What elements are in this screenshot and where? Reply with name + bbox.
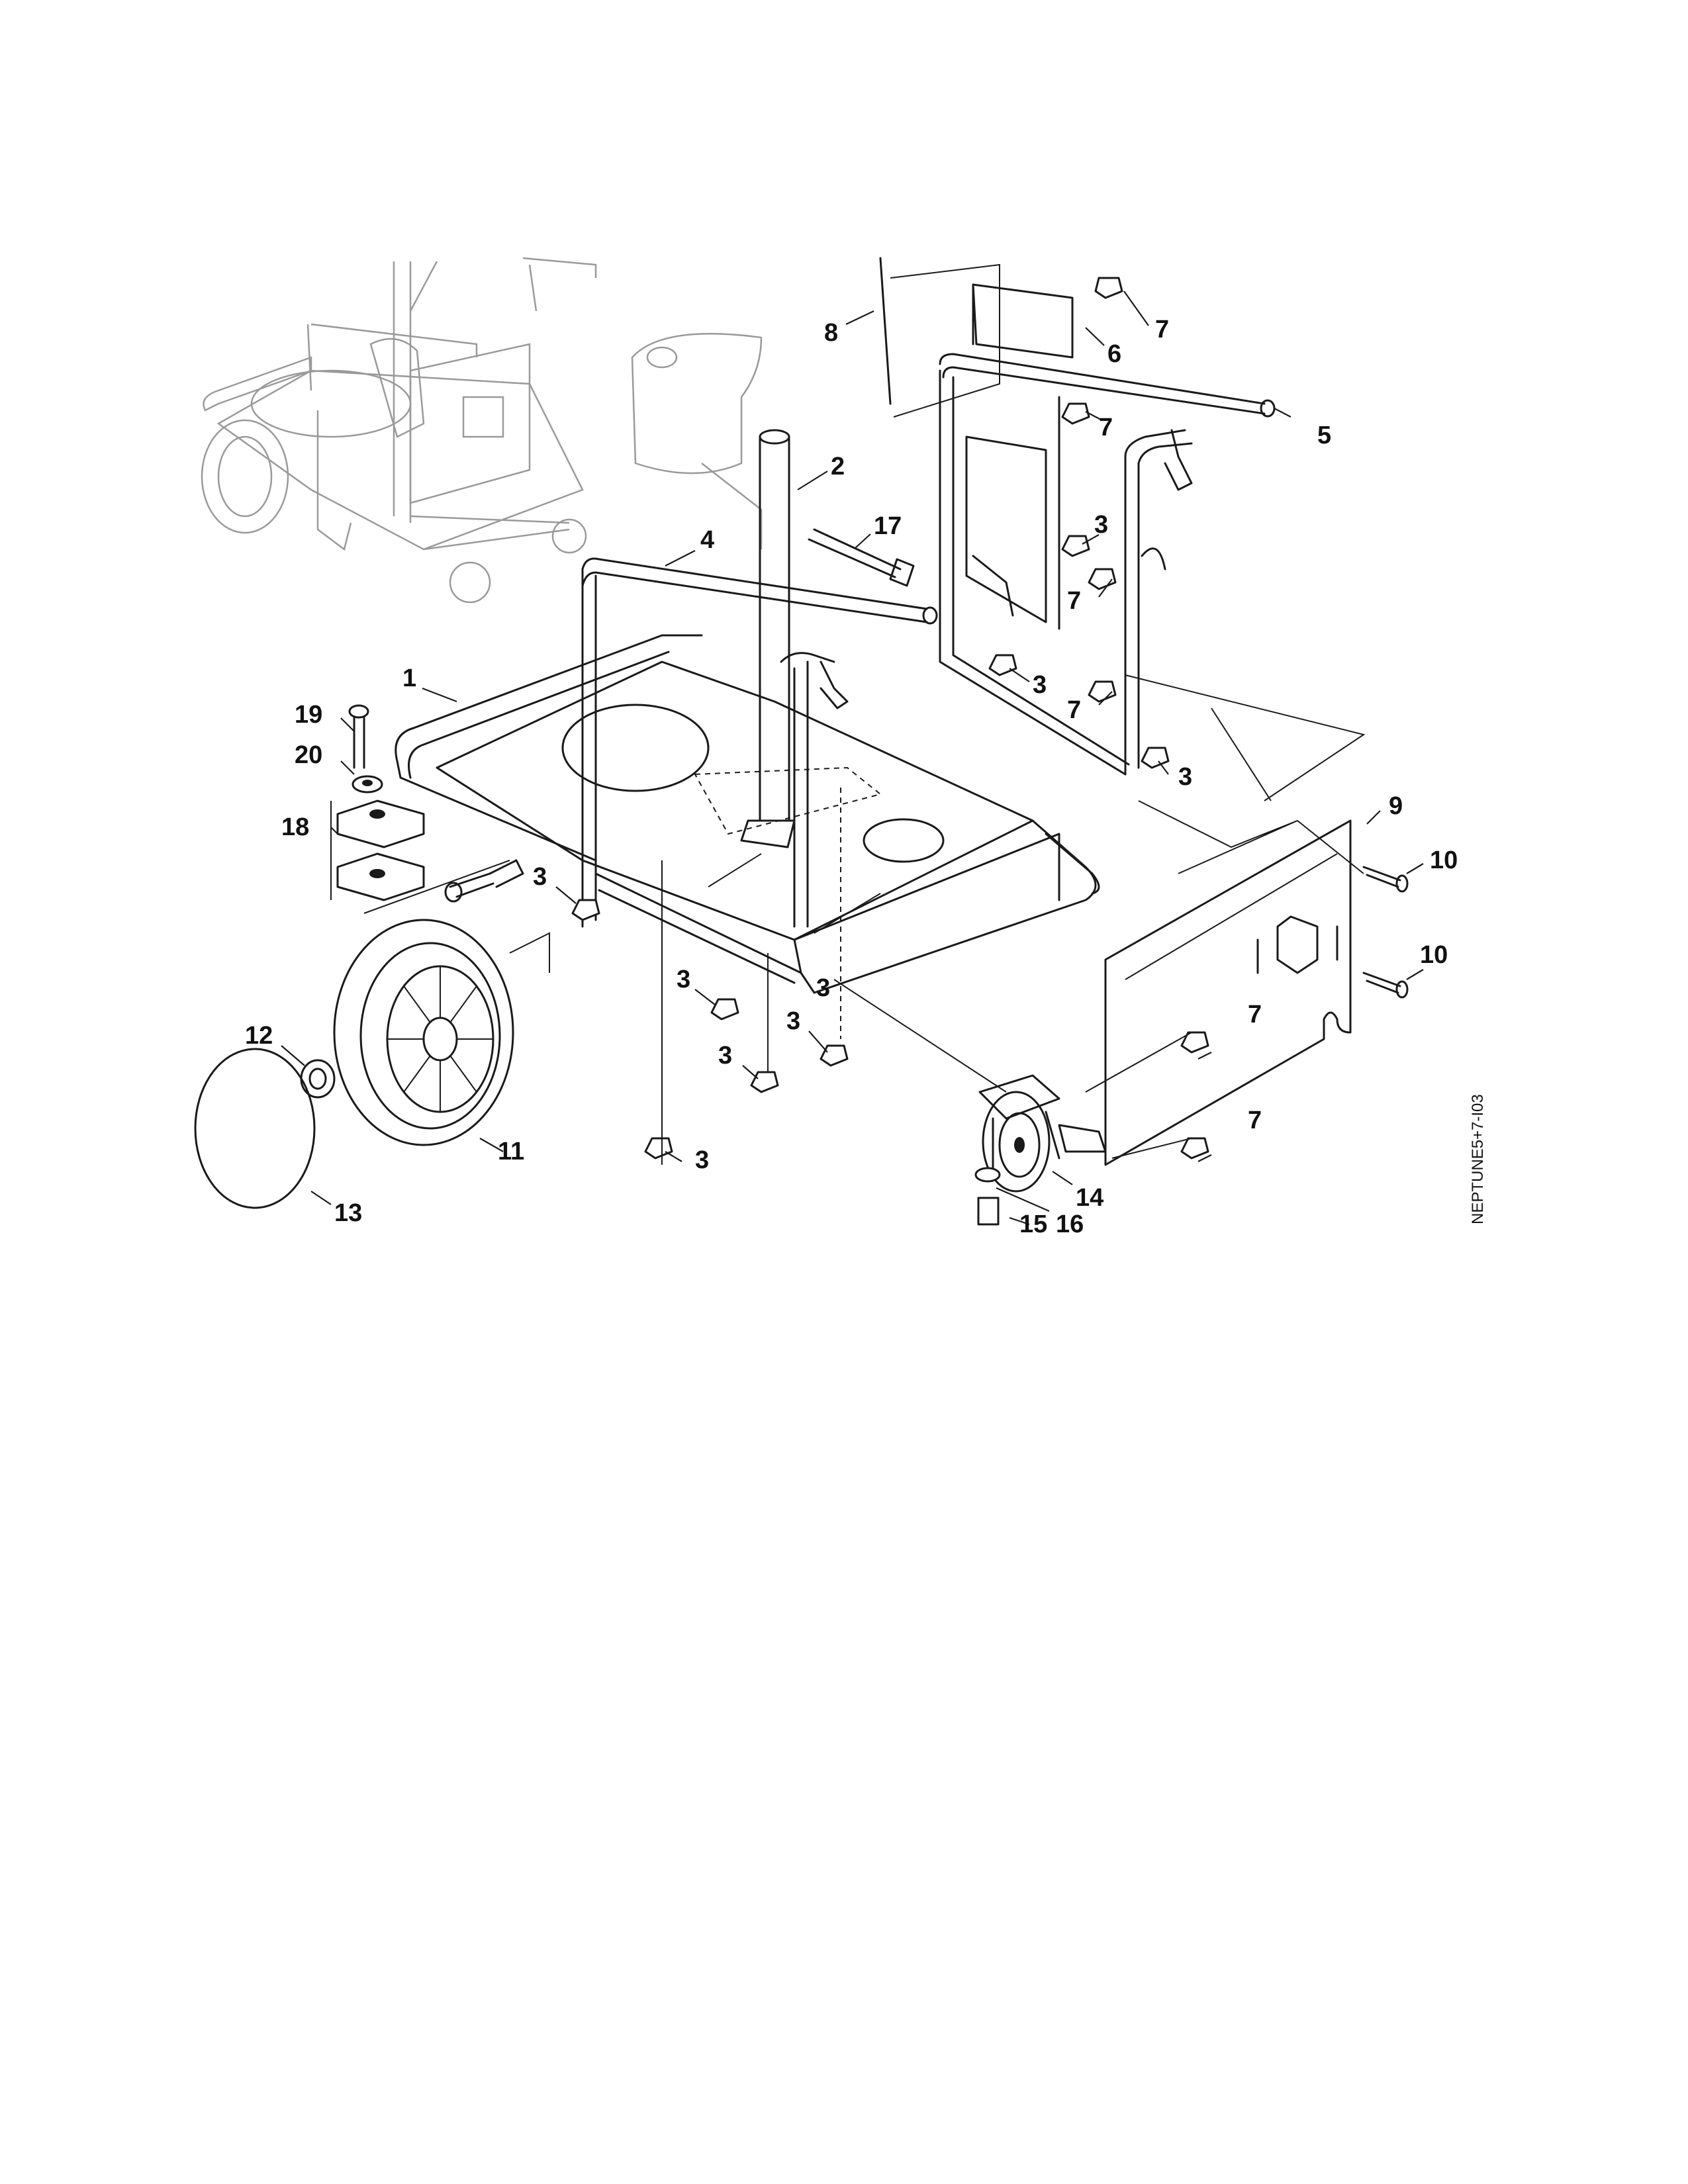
callout-15: 15 bbox=[1019, 1210, 1047, 1238]
axle-stub bbox=[444, 859, 524, 903]
callout-10: 10 bbox=[1420, 941, 1448, 969]
callout-1: 1 bbox=[402, 664, 416, 692]
callout-20: 20 bbox=[295, 741, 322, 769]
callout-10: 10 bbox=[1430, 846, 1458, 874]
callout-8: 8 bbox=[824, 319, 838, 347]
part-1-chassis-frame bbox=[395, 634, 1100, 1039]
assembled-cart-thumbnail bbox=[201, 257, 597, 604]
assembly-guide-lines bbox=[661, 707, 1272, 1165]
callout-3: 3 bbox=[677, 966, 690, 993]
callout-3: 3 bbox=[718, 1042, 732, 1069]
callout-7: 7 bbox=[1248, 1107, 1262, 1134]
callout-3: 3 bbox=[786, 1007, 800, 1035]
hub-cap-set bbox=[194, 1048, 336, 1209]
nuts bbox=[571, 277, 1209, 1160]
part-10-screws bbox=[1362, 866, 1409, 999]
wire-reel-background bbox=[631, 333, 763, 549]
part-2-gas-bottle-post bbox=[740, 429, 796, 848]
callout-17: 17 bbox=[874, 512, 902, 540]
callout-11: 11 bbox=[498, 1138, 524, 1165]
callout-3: 3 bbox=[1094, 511, 1108, 539]
callout-7: 7 bbox=[1099, 414, 1113, 441]
axle-clamp-set bbox=[330, 704, 510, 914]
callout-13: 13 bbox=[334, 1199, 362, 1227]
callout-3: 3 bbox=[1178, 763, 1192, 791]
callout-12: 12 bbox=[245, 1022, 273, 1050]
callout-3: 3 bbox=[816, 974, 830, 1002]
callout-3: 3 bbox=[1033, 671, 1047, 699]
callout-16: 16 bbox=[1056, 1210, 1084, 1238]
callout-9: 9 bbox=[1389, 792, 1403, 820]
callout-7: 7 bbox=[1067, 696, 1081, 724]
part-6-bracket bbox=[972, 283, 1074, 359]
leader-lines bbox=[281, 291, 1424, 1226]
callout-5: 5 bbox=[1317, 422, 1331, 449]
callout-7: 7 bbox=[1248, 1001, 1262, 1028]
callout-7: 7 bbox=[1155, 316, 1169, 343]
callout-labels: 1 2 3 3 3 3 3 3 3 3 3 4 5 6 7 7 7 7 7 7 … bbox=[245, 316, 1458, 1238]
part-5-rear-handle-frame bbox=[939, 353, 1276, 776]
callout-19: 19 bbox=[295, 701, 322, 729]
part-4-front-handle-frame bbox=[581, 557, 938, 928]
part-8-cable-holder bbox=[879, 257, 1000, 418]
callout-18: 18 bbox=[281, 813, 309, 841]
part-11-wheel bbox=[333, 919, 550, 1146]
callout-3: 3 bbox=[533, 863, 547, 891]
callout-4: 4 bbox=[700, 526, 714, 554]
figure-reference: NEPTUNE5+7-I03 bbox=[1469, 1094, 1487, 1224]
callout-14: 14 bbox=[1076, 1184, 1103, 1212]
callout-2: 2 bbox=[831, 453, 845, 480]
callout-7: 7 bbox=[1067, 587, 1081, 615]
callout-6: 6 bbox=[1107, 340, 1121, 368]
part-9-side-panel bbox=[1104, 674, 1366, 1166]
callout-3: 3 bbox=[695, 1146, 709, 1174]
castor-assembly bbox=[974, 1074, 1107, 1226]
part-17-bolt bbox=[808, 528, 915, 587]
